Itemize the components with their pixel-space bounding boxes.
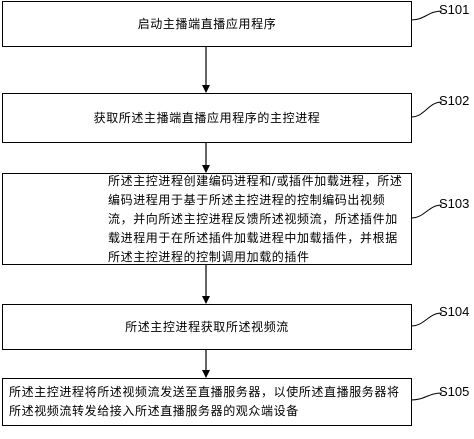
leader-s104 <box>410 312 443 327</box>
leader-s101 <box>410 10 443 21</box>
leader-s103 <box>410 204 443 219</box>
step-label-s102: S102 <box>439 93 470 108</box>
step-text-s103: 所述主控进程创建编码进程和/或插件加载进程，所述编码进程用于基于所述主控进程的控… <box>108 173 403 264</box>
step-box-s102: 获取所述主播端直播应用程序的主控进程 <box>2 93 412 143</box>
step-label-s101: S101 <box>439 2 470 17</box>
leader-s105 <box>410 392 443 401</box>
step-text-s102: 获取所述主播端直播应用程序的主控进程 <box>93 110 321 125</box>
step-box-s101: 启动主播端直播应用程序 <box>2 1 412 47</box>
step-text-s104: 所述主控进程获取所述视频流 <box>125 319 289 334</box>
step-label-s105: S105 <box>439 384 470 399</box>
step-label-s104: S104 <box>439 304 470 319</box>
step-text-s101: 启动主播端直播应用程序 <box>137 16 277 31</box>
step-text-s105: 所述主控进程将所述视频流发送至直播服务器，以使所述直播服务器将所述视频流转发给接… <box>9 385 400 418</box>
leader-s102 <box>410 101 443 118</box>
step-box-s103: 所述主控进程创建编码进程和/或插件加载进程，所述编码进程用于基于所述主控进程的控… <box>2 173 412 265</box>
step-box-s105: 所述主控进程将所述视频流发送至直播服务器，以使所述直播服务器将所述视频流转发给接… <box>2 378 412 426</box>
step-box-s104: 所述主控进程获取所述视频流 <box>2 304 412 350</box>
step-label-s103: S103 <box>439 196 470 211</box>
